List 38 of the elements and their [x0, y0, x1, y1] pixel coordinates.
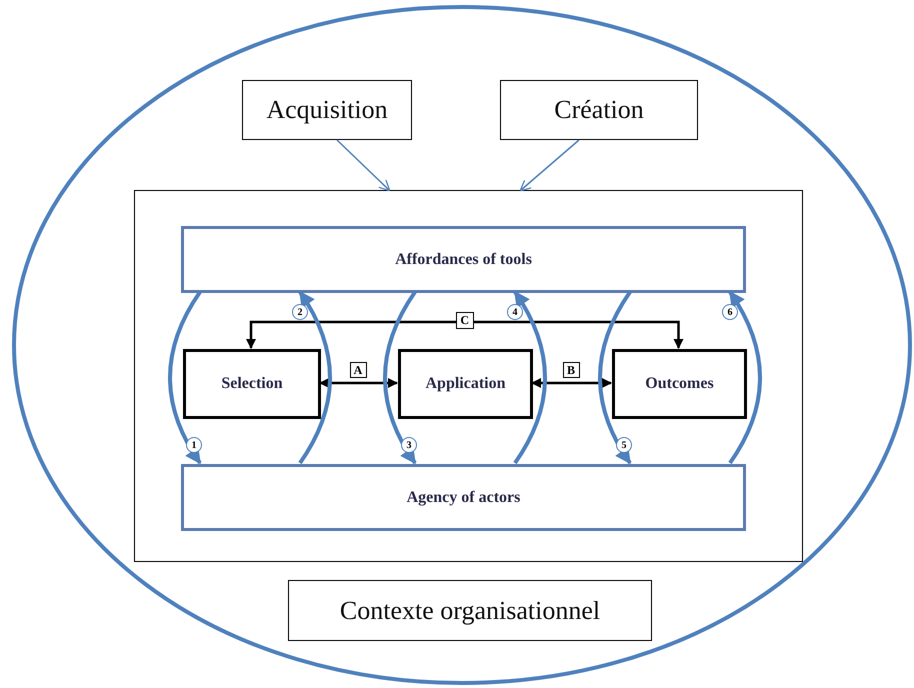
process-box: [398, 349, 533, 419]
process-box: [183, 349, 321, 419]
text-box: [288, 580, 652, 641]
context-ellipse: [12, 5, 912, 685]
box-label: Création: [554, 95, 644, 125]
node-label: Application: [425, 375, 506, 393]
arrow: [531, 378, 612, 388]
box-label: Acquisition: [266, 95, 388, 125]
arrow: [246, 320, 684, 349]
node-label: Affordances of tools: [395, 250, 532, 268]
edge-label: A: [350, 362, 366, 378]
edge-label: 1: [186, 437, 202, 453]
arc-arrow: [383, 290, 417, 464]
box-label: Contexte organisationnel: [340, 596, 600, 626]
arc-arrow: [598, 290, 632, 464]
edge-label: 4: [507, 304, 523, 320]
band-box: [181, 464, 746, 531]
frame-box: [134, 190, 803, 562]
edge-label: 6: [722, 304, 738, 320]
arc-arrow: [168, 290, 202, 464]
band-box: [181, 226, 746, 293]
text-box: [242, 80, 412, 140]
process-box: [612, 349, 747, 419]
arrow: [319, 378, 398, 388]
arc-arrow: [728, 290, 762, 464]
arrow: [520, 139, 580, 192]
edge-label: 5: [616, 437, 632, 453]
edge-label: B: [562, 362, 580, 378]
arrow: [336, 139, 390, 192]
node-label: Outcomes: [645, 375, 714, 393]
node-label: Agency of actors: [406, 488, 520, 506]
edge-label: 3: [401, 437, 417, 453]
arc-arrow: [513, 290, 547, 464]
edge-label: C: [456, 312, 474, 329]
arc-arrow: [298, 290, 332, 464]
edge-label: 2: [292, 304, 308, 320]
text-box: [500, 80, 698, 140]
node-label: Selection: [221, 375, 283, 393]
